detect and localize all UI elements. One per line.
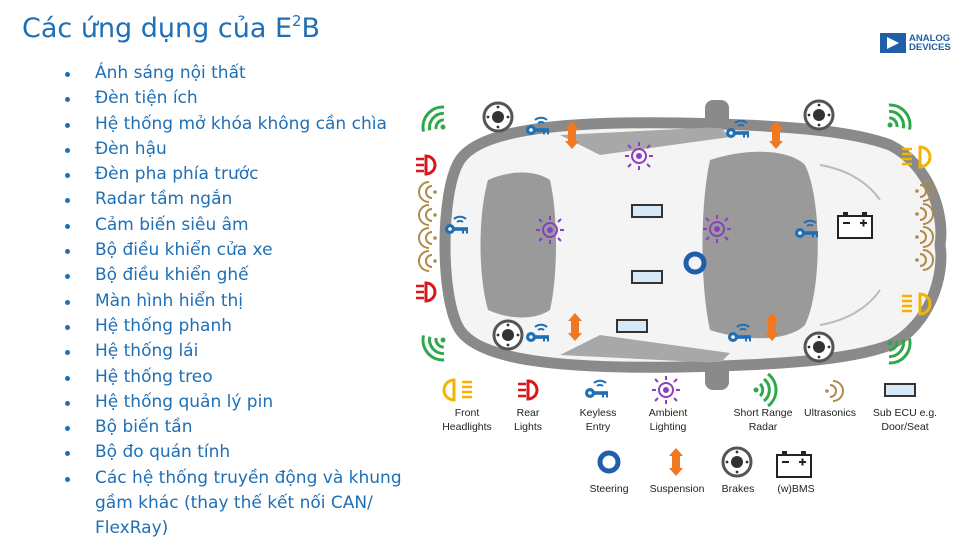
rear-lights-label: Rear [517,407,540,419]
ultrasonic-icon [418,227,438,249]
list-item: Ánh sáng nội thất [62,61,412,86]
application-list: Ánh sáng nội thất Đèn tiện ích Hệ thống … [62,61,412,542]
sub-ecu-legend-icon [884,383,916,397]
sub-ecu-icon [616,319,648,333]
steering-icon [683,251,707,275]
ultrasonic-icon [418,181,438,203]
list-item: Hệ thống quản lý pin [62,390,412,415]
list-item: Radar tầm ngắn [62,187,412,212]
list-item: Bộ biến tần [62,415,412,440]
radar-icon [876,98,918,141]
list-item: Đèn pha phía trước [62,162,412,187]
rear-lights-label: Lights [514,421,542,433]
battery-icon [837,211,873,239]
front-headlights-label: Front [455,407,480,419]
list-item: Màn hình hiển thị [62,289,412,314]
brakes-label: Brakes [722,483,755,495]
front-headlight-legend-icon [442,378,474,402]
ultrasonic-icon [418,204,438,226]
sub-ecu-label: Door/Seat [881,421,928,433]
list-item: Bộ điều khiển cửa xe [62,238,412,263]
brake-wheel-icon [482,101,514,133]
ultrasonics-label: Ultrasonics [804,407,856,419]
vehicle-diagram: Front Headlights Rear Lights Keyless Ent… [414,98,947,495]
list-item: Cảm biến siêu âm [62,213,412,238]
sub-ecu-label: Sub ECU e.g. [873,407,937,419]
ultrasonic-legend-icon [824,380,844,402]
list-item: Đèn tiện ích [62,86,412,111]
brakes-legend-icon [721,446,753,478]
legend: Front Headlights Rear Lights Keyless Ent… [442,372,937,495]
radar-legend-icon [752,372,778,408]
front-headlights-label: Headlights [442,421,492,433]
bms-label: (w)BMS [777,483,814,495]
list-item: Hệ thống phanh [62,314,412,339]
logo-triangle-icon [880,33,906,53]
steering-label: Steering [589,483,628,495]
suspension-label: Suspension [650,483,705,495]
list-item: Đèn hậu [62,137,412,162]
keyless-entry-label: Keyless [580,407,617,419]
ambient-lighting-label: Ambient [649,407,688,419]
rear-light-legend-icon [516,379,539,401]
keyless-entry-label: Entry [586,421,611,433]
ambient-legend-icon [651,375,681,405]
suspension-legend-icon [669,448,683,476]
brake-wheel-icon [803,331,835,363]
sub-ecu-icon [631,270,663,284]
keyless-legend-icon [584,379,609,399]
list-item: Bộ đo quán tính [62,440,412,465]
car-body [439,100,947,390]
slide-title: Các ứng dụng của E2B [22,12,321,44]
list-item: Các hệ thống truyền động và khung gầm kh… [62,466,412,542]
rear-light-icon [414,154,437,176]
list-item: Hệ thống treo [62,365,412,390]
list-item: Hệ thống mở khóa không cần chìa [62,112,412,137]
brake-wheel-icon [492,319,524,351]
bms-legend-icon [776,450,812,478]
list-item: Bộ điều khiển ghế [62,263,412,288]
radar-icon [415,324,457,367]
ultrasonic-icon [418,250,438,272]
ambient-lighting-label: Lighting [650,421,687,433]
rear-light-icon [414,281,437,303]
short-range-radar-label: Short Range [734,407,793,419]
steering-legend-icon [597,450,621,474]
sub-ecu-icon [631,204,663,218]
list-item: Hệ thống lái [62,339,412,364]
short-range-radar-label: Radar [749,421,778,433]
brake-wheel-icon [803,99,835,131]
radar-icon [415,100,457,143]
